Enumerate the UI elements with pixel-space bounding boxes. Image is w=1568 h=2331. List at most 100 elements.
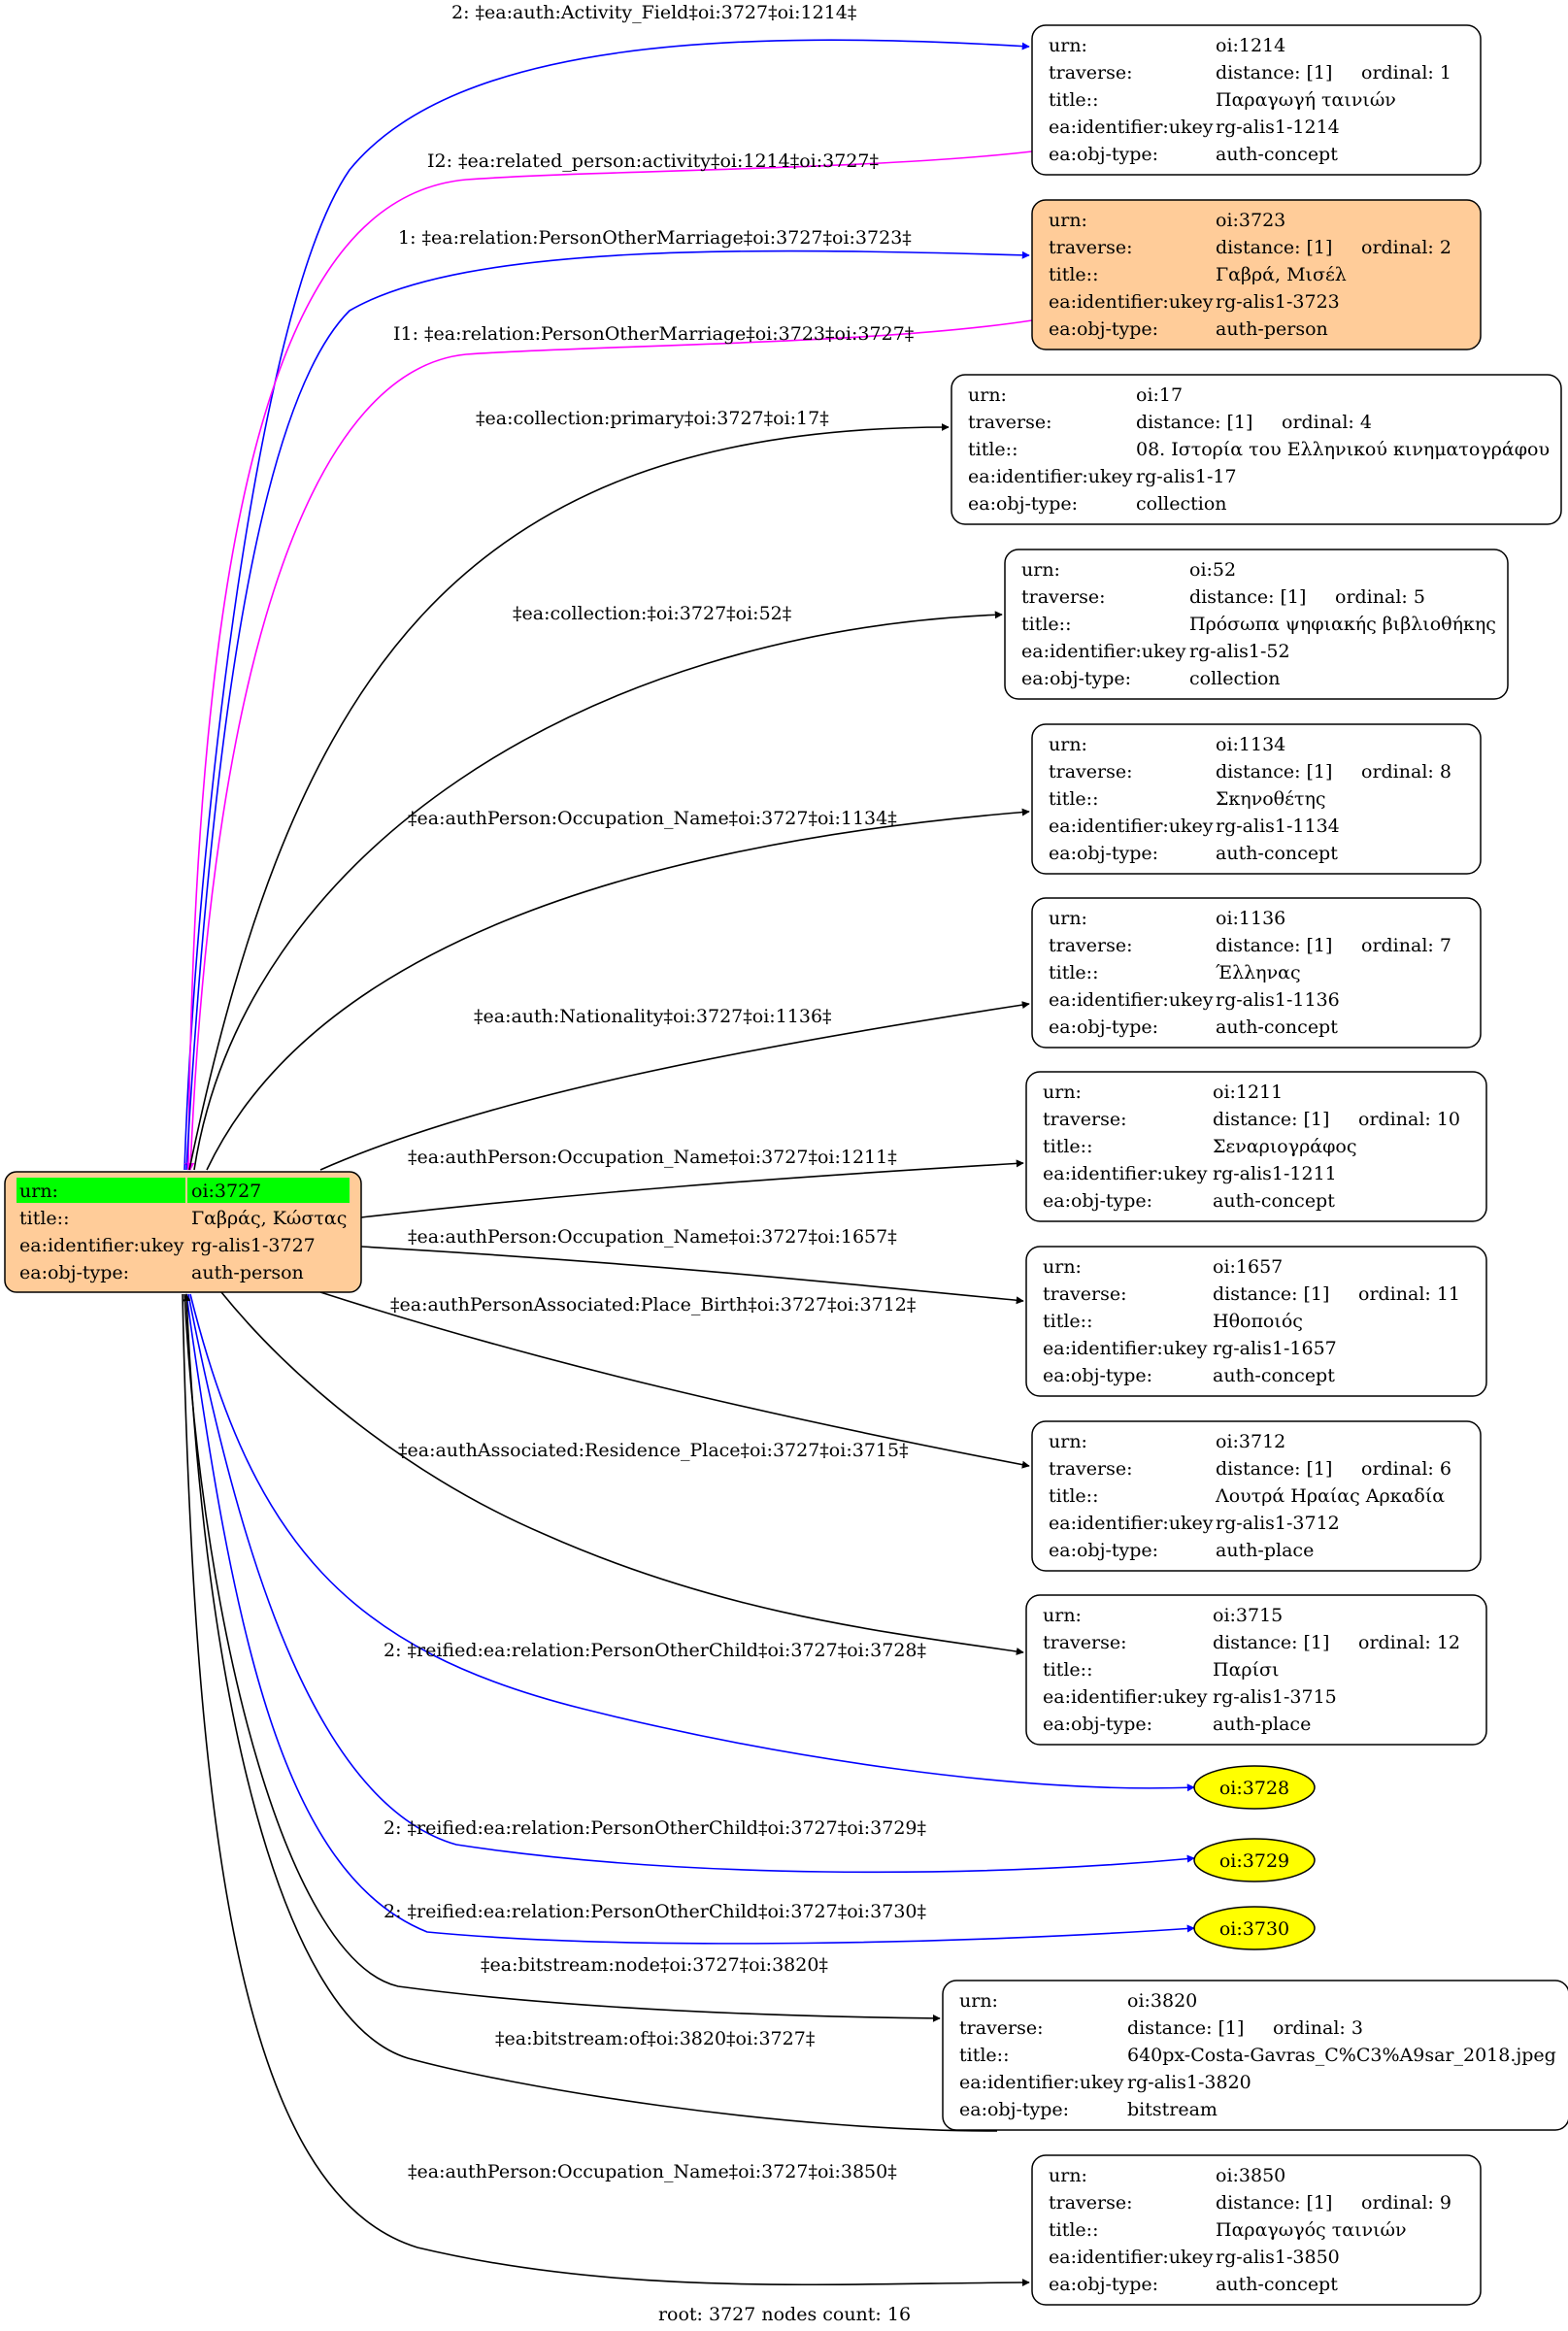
record-row-key: traverse:: [959, 2017, 1044, 2039]
record-title-value: Σκηνοθέτης: [1216, 788, 1326, 810]
record-objtype-value: auth-concept: [1213, 1365, 1335, 1386]
record-ukey-value: rg-alis1-3715: [1213, 1686, 1337, 1708]
record-row-key: title::: [1049, 89, 1098, 111]
record-row-key: urn:: [1049, 1431, 1087, 1452]
record-row-key: urn:: [968, 384, 1007, 406]
record-ordinal-value: ordinal: 2: [1361, 237, 1451, 258]
edge-3715: [220, 1291, 1024, 1655]
record-ordinal-value: ordinal: 11: [1358, 1283, 1460, 1305]
edge-label: ‡ea:bitstream:of‡oi:3820‡oi:3727‡: [495, 2028, 815, 2049]
record-row-key: ea:identifier:ukey: [1043, 1163, 1208, 1184]
edge-3730: [185, 1293, 1195, 1945]
ellipse-node-oi-3729[interactable]: oi:3729: [1193, 1838, 1316, 1882]
record-row-key: urn:: [1049, 35, 1087, 56]
record-ordinal-value: ordinal: 9: [1361, 2192, 1451, 2214]
edge-3820-back: [183, 1293, 998, 2132]
record-ukey-value: rg-alis1-1134: [1216, 816, 1340, 837]
record-node-oi-1134[interactable]: urn:traverse:title::ea:identifier:ukeyea…: [1031, 723, 1482, 875]
edge-label: ‡ea:collection:primary‡oi:3727‡oi:17‡: [476, 408, 829, 429]
record-objtype-value: bitstream: [1127, 2099, 1218, 2120]
record-objtype-value: auth-concept: [1216, 1016, 1338, 1038]
record-distance-value: distance: [1]: [1216, 761, 1332, 783]
record-node-oi-52[interactable]: urn:traverse:title::ea:identifier:ukeyea…: [1004, 549, 1509, 700]
ellipse-node-oi-3728[interactable]: oi:3728: [1193, 1765, 1316, 1810]
record-row-key: urn:: [1049, 908, 1087, 929]
record-row-key: traverse:: [1043, 1632, 1127, 1653]
record-node-oi-3723[interactable]: urn:traverse:title::ea:identifier:ukeyea…: [1031, 199, 1482, 350]
edge-label: 2: ‡reified:ea:relation:PersonOtherChild…: [384, 1817, 926, 1839]
record-node-oi-1657[interactable]: urn:traverse:title::ea:identifier:ukeyea…: [1025, 1246, 1487, 1397]
record-row-key: title::: [1049, 1485, 1098, 1507]
record-objtype-value: auth-concept: [1216, 2274, 1338, 2295]
record-row-key: traverse:: [1043, 1109, 1127, 1130]
edge-17: [188, 423, 950, 1171]
edge-label: ‡ea:authPersonAssociated:Place_Birth‡oi:…: [390, 1294, 916, 1315]
record-row-key: traverse:: [1049, 62, 1133, 83]
record-urn-value: oi:52: [1189, 559, 1236, 581]
record-node-oi-1136[interactable]: urn:traverse:title::ea:identifier:ukeyea…: [1031, 897, 1482, 1049]
root-row-key: ea:identifier:ukey: [19, 1235, 184, 1256]
record-ukey-value: rg-alis1-1214: [1216, 117, 1340, 138]
ellipse-node-oi-3730[interactable]: oi:3730: [1193, 1906, 1316, 1950]
record-row-key: ea:obj-type:: [1049, 1540, 1158, 1561]
record-row-key: ea:identifier:ukey: [1049, 989, 1214, 1011]
record-node-box: [951, 374, 1562, 525]
record-row-key: ea:identifier:ukey: [1043, 1338, 1208, 1359]
record-row-key: traverse:: [1043, 1283, 1127, 1305]
record-urn-value: oi:3820: [1127, 1990, 1197, 2012]
edge-label: I1: ‡ea:relation:PersonOtherMarriage‡oi:…: [393, 323, 914, 345]
record-ukey-value: rg-alis1-17: [1136, 466, 1237, 487]
record-row-key: urn:: [1049, 210, 1087, 231]
record-node-oi-17[interactable]: urn:traverse:title::ea:identifier:ukeyea…: [951, 374, 1562, 525]
record-node-oi-3850[interactable]: urn:traverse:title::ea:identifier:ukeyea…: [1031, 2154, 1482, 2306]
record-node-oi-3712[interactable]: urn:traverse:title::ea:identifier:ukeyea…: [1031, 1420, 1482, 1572]
record-row-key: traverse:: [968, 412, 1052, 433]
record-node-oi-3820[interactable]: urn:traverse:title::ea:identifier:ukeyea…: [942, 1980, 1568, 2131]
record-row-key: ea:obj-type:: [1049, 843, 1158, 864]
record-row-key: urn:: [959, 1990, 998, 2012]
edge-3712: [319, 1291, 1030, 1469]
record-row-key: ea:obj-type:: [968, 493, 1078, 515]
record-ukey-value: rg-alis1-1211: [1213, 1163, 1337, 1184]
record-row-key: title::: [1049, 264, 1098, 285]
record-distance-value: distance: [1]: [1213, 1283, 1329, 1305]
record-row-key: urn:: [1021, 559, 1060, 581]
record-row-key: ea:obj-type:: [1049, 2274, 1158, 2295]
root-row-key: title::: [19, 1208, 69, 1229]
record-ordinal-value: ordinal: 1: [1361, 62, 1451, 83]
record-ukey-value: rg-alis1-3820: [1127, 2072, 1251, 2093]
record-distance-value: distance: [1]: [1216, 237, 1332, 258]
record-distance-value: distance: [1]: [1216, 935, 1332, 956]
record-urn-value: oi:1134: [1216, 734, 1285, 755]
record-ukey-value: rg-alis1-3850: [1216, 2247, 1340, 2268]
record-row-key: title::: [1049, 2219, 1098, 2241]
record-urn-value: oi:1214: [1216, 35, 1285, 56]
edge-label: ‡ea:collection:‡oi:3727‡oi:52‡: [513, 603, 791, 624]
record-row-key: ea:identifier:ukey: [1049, 2247, 1214, 2268]
record-row-key: ea:obj-type:: [1043, 1714, 1152, 1735]
record-row-key: title::: [959, 2045, 1009, 2066]
record-title-value: Γαβρά, Μισέλ: [1216, 264, 1347, 285]
record-title-value: Παραγωγός ταινιών: [1216, 2219, 1407, 2241]
record-distance-value: distance: [1]: [1216, 2192, 1332, 2214]
record-node-oi-3715[interactable]: urn:traverse:title::ea:identifier:ukeyea…: [1025, 1594, 1487, 1746]
record-row-key: ea:identifier:ukey: [1049, 816, 1214, 837]
record-distance-value: distance: [1]: [1216, 62, 1332, 83]
record-row-key: traverse:: [1049, 1458, 1133, 1480]
record-ukey-value: rg-alis1-52: [1189, 641, 1290, 662]
record-node-box: [1031, 24, 1482, 176]
record-row-key: title::: [1049, 788, 1098, 810]
record-distance-value: distance: [1]: [1136, 412, 1252, 433]
record-row-key: title::: [1043, 1311, 1092, 1332]
edge-1657: [360, 1246, 1024, 1305]
record-row-key: ea:identifier:ukey: [1021, 641, 1186, 662]
record-title-value: Λουτρά Ηραίας Αρκαδία: [1215, 1485, 1445, 1507]
record-node-oi-1214[interactable]: urn:traverse:title::ea:identifier:ukeyea…: [1031, 24, 1482, 176]
record-node-oi-1211[interactable]: urn:traverse:title::ea:identifier:ukeyea…: [1025, 1071, 1487, 1222]
record-ordinal-value: ordinal: 12: [1358, 1632, 1460, 1653]
edge-label: ‡ea:authPerson:Occupation_Name‡oi:3727‡o…: [408, 1226, 897, 1248]
record-row-key: ea:obj-type:: [959, 2099, 1069, 2120]
edge-3729: [187, 1293, 1195, 1874]
